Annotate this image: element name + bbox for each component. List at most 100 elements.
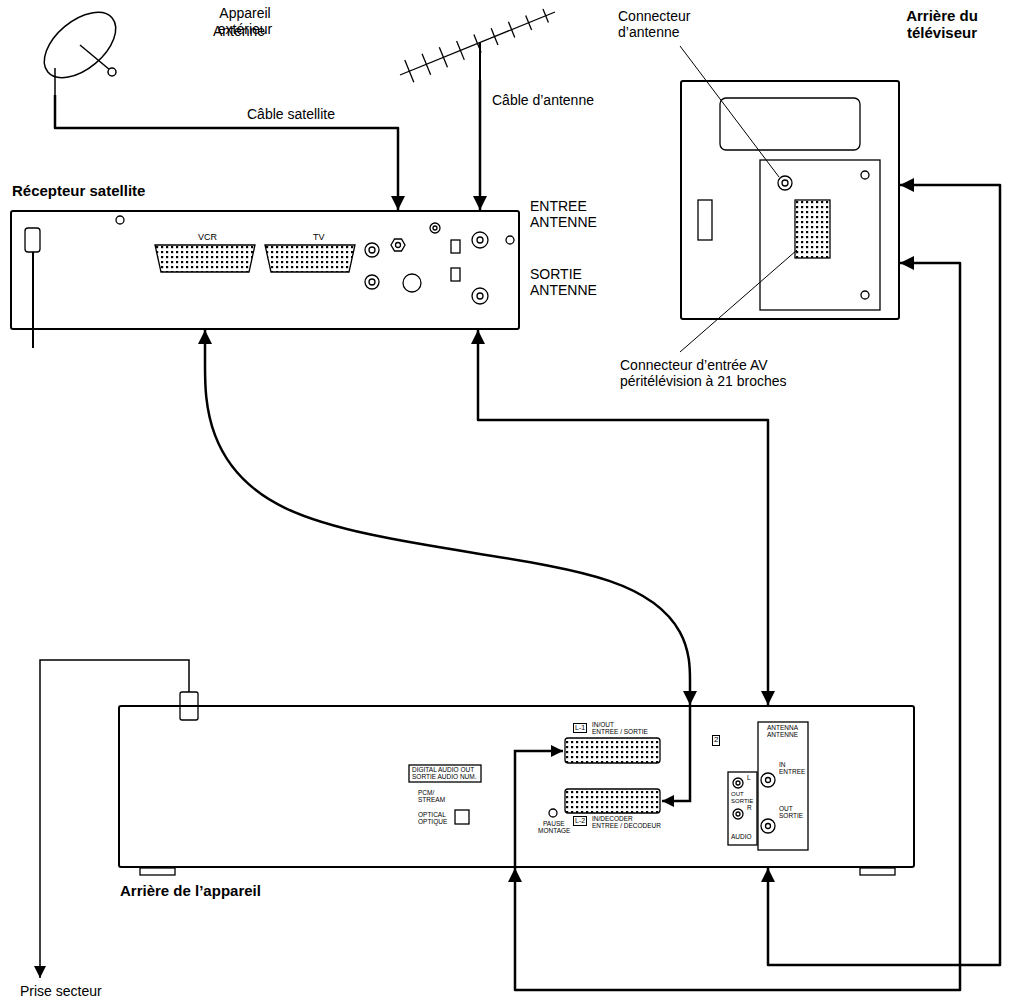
callout-number: 2 [712,735,720,746]
dish-illustration [32,0,127,90]
box-heading: Arrière du téléviseur [877,7,1007,42]
tv-details [782,180,788,186]
device-details [409,765,481,782]
device-details [455,810,469,824]
receiver-box: Récepteur satelliteVCRTV [10,210,520,330]
receiver-details [155,245,255,272]
port-label: AUDIO [731,834,752,841]
port-label: ANTENNA [767,725,798,732]
port-label: SORTIE AUDIO NUM. [412,774,477,781]
port-label: DIGITAL AUDIO OUT [412,767,474,774]
dish-illustration [32,0,127,95]
port-label: SORTIE [779,813,803,820]
tv-details [795,200,830,258]
cable-connector [768,185,1000,965]
device-details [761,819,775,833]
port-number: L-1 [573,723,587,733]
device-details [766,824,771,829]
connector-callout: Connecteur d’entrée AV péritélévision à … [620,357,825,389]
device-details [733,809,743,819]
receiver-details [396,243,401,248]
tv-details [760,160,880,310]
port-label: IN/DECODER [592,816,633,823]
receiver-details [477,237,483,243]
port-label: R [747,805,752,812]
device-details [140,692,895,875]
receiver-details [477,293,483,299]
antenna-illustration [526,15,532,29]
antenna-illustration [543,9,548,22]
port-label: ENTREE / SORTIE [592,729,648,736]
antenna-node: Antenne [395,5,560,80]
antenna-illustration [474,35,481,53]
antenna-illustration [439,47,447,67]
tv-leader-lines [680,46,797,352]
tv-details [698,200,712,240]
port-label: OPTICAL [418,812,446,819]
box-heading: Récepteur satellite [12,182,232,199]
port-label: L [747,775,751,782]
receiver-details [369,279,375,285]
internal-cable-arrows [515,705,690,868]
device-details [565,789,660,813]
tv-details [720,98,860,150]
device-details [549,809,557,817]
receiver-details [506,236,514,244]
device-details [761,773,775,787]
port-label: VCR [198,232,228,242]
receiver-details [365,275,379,289]
port-label: SORTIE [731,798,753,804]
receiver-details [433,226,437,230]
cable-connector [515,263,960,990]
port-number: L-2 [573,816,587,826]
port-label: OUT [731,791,744,797]
device-details [766,778,771,783]
dish-illustration [108,68,116,76]
antenna-illustration [422,54,431,75]
receiver-details [451,268,460,281]
internal-cable-arrows [515,751,563,868]
receiver-details [32,252,34,348]
antenna-illustration [400,12,555,75]
receiver-details [369,247,375,253]
tv-box: Arrière du téléviseur [680,80,900,320]
dish-node: Appareil extérieur [35,5,140,95]
antenna-illustration [405,60,414,82]
port-label: OUT [779,806,793,813]
receiver-details [265,245,355,272]
box-heading: Arrière de l’appareil [120,882,340,899]
receiver-details [25,228,40,252]
receiver-details [430,223,440,233]
cable-label: Câble d’antenne [490,92,596,108]
receiver-details [116,216,124,224]
port-label: ENTREE ANTENNE [530,198,610,230]
connector-callout: Connecteur d’antenne [618,8,718,40]
tv-leader-lines [680,46,779,177]
receiver-details [472,288,488,304]
power-cord [40,660,189,978]
port-label: ANTENNE [767,732,798,739]
cable-connector [479,80,482,210]
device-details [728,772,757,845]
receiver-details [365,243,379,257]
cable-connector [205,330,690,705]
internal-cable-arrows [662,705,690,801]
dish-illustration [80,45,110,70]
power-label: Prise secteur [20,983,140,999]
port-label: IN/OUT [592,722,614,729]
port-label: ENTREE / DECODEUR [592,823,661,830]
cable-label: Câble satellite [245,106,337,122]
power-cord [40,660,189,978]
tv-details [861,291,869,299]
receiver-details [403,274,421,292]
receiver-details [472,232,488,248]
tv-details [778,176,792,190]
dish-illustration [54,68,56,95]
receiver-details [451,240,460,253]
port-label: SORTIE ANTENNE [530,266,610,298]
antenna-illustration [491,28,498,45]
